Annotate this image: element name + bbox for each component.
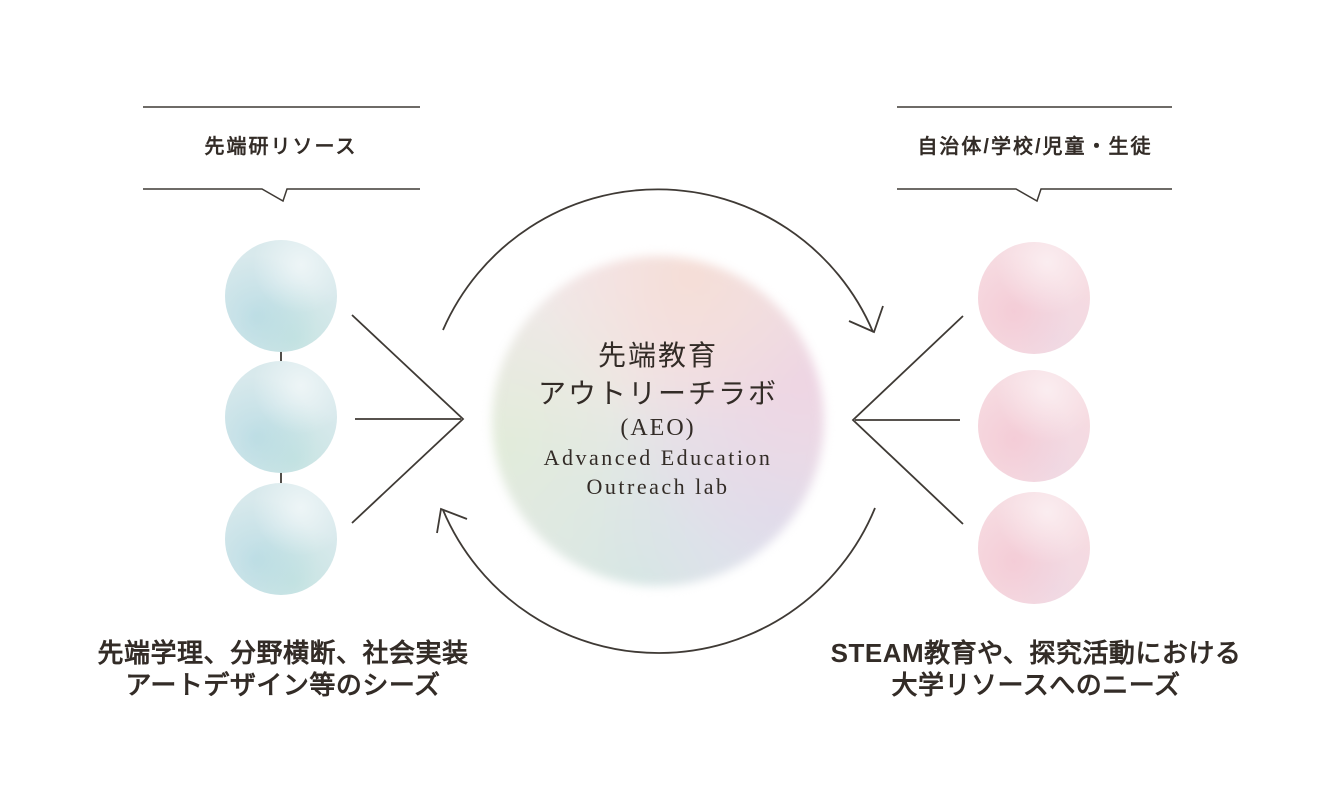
cycle-arrow-bottom <box>436 507 876 654</box>
right-to-center-arrow <box>851 315 964 525</box>
right-resource-circle-1 <box>978 242 1090 354</box>
center-gradient-circle <box>492 256 824 586</box>
left-chevron <box>351 314 465 524</box>
left-resource-circle-3 <box>225 483 337 595</box>
center-title-line-2: アウトリーチラボ <box>537 379 778 410</box>
right-resource-circle-3 <box>978 492 1090 604</box>
cycle-arrow-top <box>442 188 884 334</box>
cycle-arrow-top-head <box>848 305 884 334</box>
left-callout-rule <box>143 188 420 203</box>
left-to-center-arrow <box>351 314 465 524</box>
center-acronym: (AEO) <box>620 415 696 441</box>
right-chevron <box>851 315 964 525</box>
cycle-arrow-bottom-head <box>436 507 468 534</box>
left-caption-line-2: アートデザイン等のシーズ <box>125 670 441 700</box>
right-caption: STEAM教育や、探究活動における 大学リソースへのニーズ <box>806 637 1266 701</box>
center-label-block: 先端教育 アウトリーチラボ (AEO) Advanced Education O… <box>458 338 858 501</box>
center-subtitle-line-2: Outreach lab <box>586 474 730 499</box>
left-caption-line-1: 先端学理、分野横断、社会実装 <box>97 638 469 668</box>
right-caption-line-2: 大学リソースへのニーズ <box>891 670 1181 700</box>
right-header-rules <box>897 106 1172 203</box>
left-caption: 先端学理、分野横断、社会実装 アートデザイン等のシーズ <box>53 637 513 701</box>
right-callout-rule <box>897 188 1172 203</box>
center-title-line-1: 先端教育 <box>597 341 718 372</box>
center-subtitle-line-1: Advanced Education <box>543 445 773 470</box>
left-resource-circle-1 <box>225 240 337 352</box>
left-column-header: 先端研リソース <box>204 136 358 158</box>
left-resource-circle-2 <box>225 361 337 473</box>
right-resource-circle-2 <box>978 370 1090 482</box>
right-column-header: 自治体/学校/児童・生徒 <box>917 136 1153 158</box>
right-caption-line-1: STEAM教育や、探究活動における <box>830 638 1242 668</box>
left-header-rules <box>143 106 420 203</box>
